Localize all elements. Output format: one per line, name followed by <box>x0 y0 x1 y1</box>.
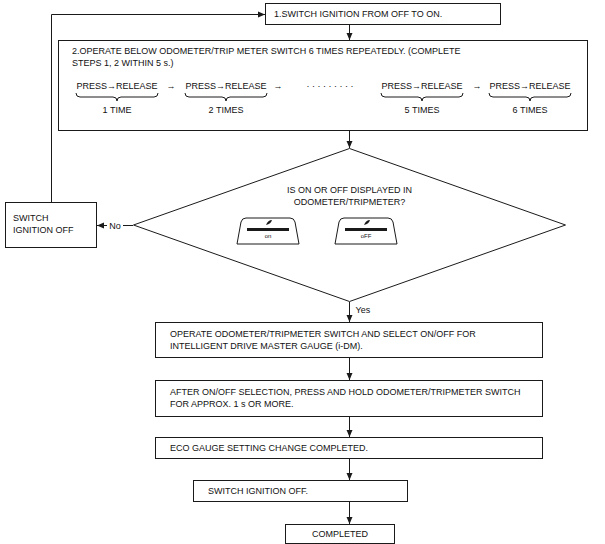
display-text: oFF <box>361 232 372 240</box>
edge-label: Yes <box>354 304 373 316</box>
gauge-bar <box>345 228 387 231</box>
press-release-step: PRESS→RELEASE <box>489 80 570 92</box>
process-box: SWITCH IGNITION OFF <box>5 202 97 248</box>
count-label: 2 TIMES <box>209 104 244 116</box>
arrow-head <box>347 473 353 480</box>
brace <box>489 93 571 101</box>
diamond-outline <box>134 149 566 302</box>
process-box: AFTER ON/OFF SELECTION, PRESS AND HOLD O… <box>155 380 543 417</box>
brace <box>185 93 267 101</box>
decision-diamond: IS ON OR OFF DISPLAYED IN ODOMETER/TRIPM… <box>133 148 566 302</box>
connector <box>347 502 353 524</box>
step-text: AFTER ON/OFF SELECTION, PRESS AND HOLD O… <box>170 386 528 410</box>
sequence-arrow: → <box>274 80 283 92</box>
count-label: 5 TIMES <box>405 104 440 116</box>
brace <box>76 93 158 101</box>
step-text: COMPLETED <box>292 528 388 540</box>
question-text: IS ON OR OFF DISPLAYED IN ODOMETER/TRIPM… <box>255 184 445 208</box>
arrow-head <box>258 12 265 18</box>
press-release-step: PRESS→RELEASE <box>381 80 462 92</box>
count-braces <box>76 93 571 101</box>
sequence-arrow: → <box>167 80 176 92</box>
arrow-head <box>97 223 104 229</box>
diamond-shape <box>133 148 566 302</box>
connector <box>347 302 353 322</box>
connector <box>347 25 353 40</box>
display-icon <box>335 218 397 244</box>
arrow-head <box>347 373 353 380</box>
display-icon <box>237 218 299 244</box>
arrow-head <box>347 33 353 40</box>
display-text: on <box>265 232 272 240</box>
ellipsis-dots: · · · · · · · · · <box>307 80 354 92</box>
arrow-head <box>347 517 353 524</box>
step-text: ECO GAUGE SETTING CHANGE COMPLETED. <box>170 442 528 454</box>
process-box: SWITCH IGNITION OFF. <box>193 480 408 502</box>
process-box: ECO GAUGE SETTING CHANGE COMPLETED. <box>155 437 543 459</box>
connector <box>347 131 353 148</box>
connector-line <box>52 15 266 203</box>
connector <box>347 459 353 480</box>
edge-label: No <box>107 220 123 232</box>
connector <box>347 417 353 437</box>
step-text: SWITCH IGNITION OFF <box>13 212 89 236</box>
brace <box>381 93 463 101</box>
step-text: 1.SWITCH IGNITION FROM OFF TO ON. <box>274 8 492 20</box>
display-outline <box>335 218 397 244</box>
sequence-arrow: → <box>473 80 482 92</box>
count-label: 6 TIMES <box>513 104 548 116</box>
process-box: OPERATE ODOMETER/TRIPMETER SWITCH AND SE… <box>155 322 543 358</box>
press-release-step: PRESS→RELEASE <box>76 80 157 92</box>
leaf-symbol <box>266 220 272 225</box>
leaf-symbol <box>364 220 370 225</box>
end-box: COMPLETED <box>285 524 395 544</box>
press-release-step: PRESS→RELEASE <box>185 80 266 92</box>
gauge-bar <box>247 228 289 231</box>
step-text: OPERATE ODOMETER/TRIPMETER SWITCH AND SE… <box>170 328 528 352</box>
count-label: 1 TIME <box>103 104 132 116</box>
connector <box>347 358 353 380</box>
step-text: SWITCH IGNITION OFF. <box>208 485 393 497</box>
step-text: 2.OPERATE BELOW ODOMETER/TRIP METER SWIT… <box>72 45 462 69</box>
step-box: 1.SWITCH IGNITION FROM OFF TO ON. <box>265 3 501 25</box>
arrow-head <box>347 141 353 148</box>
arrow-head <box>347 430 353 437</box>
display-outline <box>237 218 299 244</box>
arrow-head <box>347 315 353 322</box>
